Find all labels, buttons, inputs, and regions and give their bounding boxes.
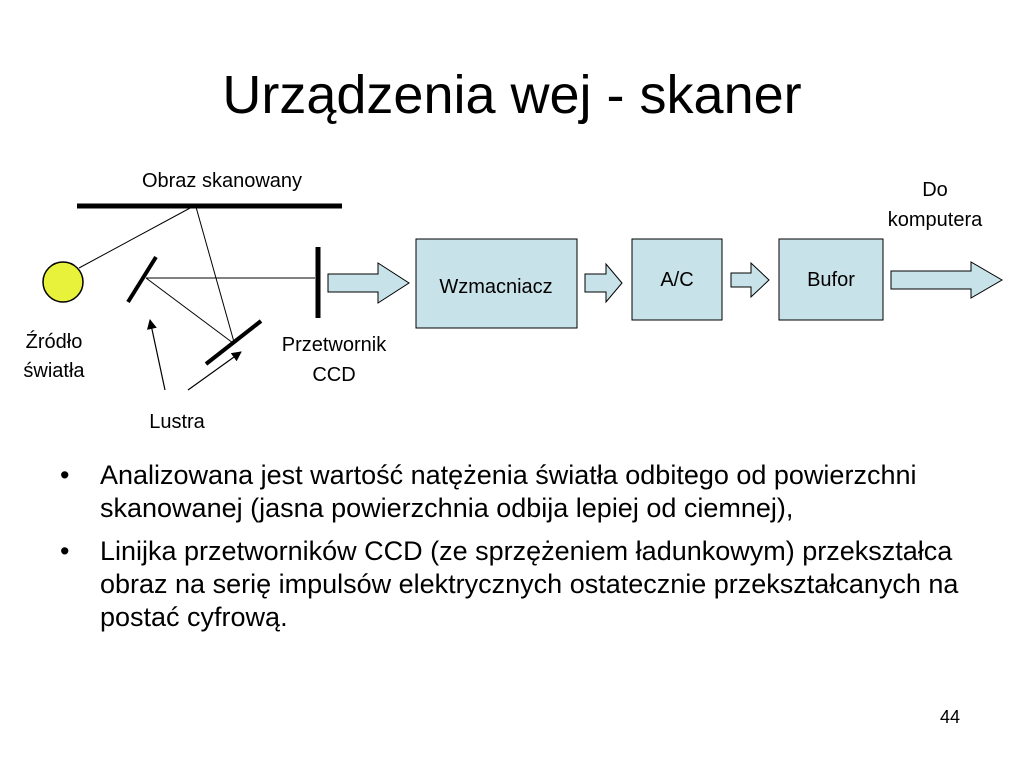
scanner-diagram: Obraz skanowany Źródło światła Lustra Pr…: [23, 170, 1003, 433]
bullet-list: • Analizowana jest wartość natężenia świ…: [58, 459, 988, 644]
mirror-pointer-arrow-upper: [146, 319, 166, 391]
adc-label: A/C: [660, 269, 693, 291]
slide-title: Urządzenia wej - skaner: [222, 65, 802, 125]
bullet-item: • Analizowana jest wartość natężenia świ…: [58, 459, 988, 525]
ray-lower-to-upper-mirror: [145, 277, 234, 344]
to-computer-label-line1: Do: [922, 179, 948, 201]
amplifier-block: [415, 238, 578, 329]
ccd-label-line1: Przetwornik: [282, 334, 387, 356]
lower-mirror: [204, 319, 263, 366]
light-source-label-line2: światła: [23, 360, 85, 382]
page-number: 44: [939, 707, 961, 727]
arrow-ccd-to-amplifier: [327, 262, 410, 304]
mirrors-label: Lustra: [149, 411, 205, 433]
bullet-text: Linijka przetworników CCD (ze sprzężenie…: [100, 536, 959, 632]
ray-source-to-surface: [78, 206, 193, 269]
bullet-marker: •: [60, 460, 70, 490]
buffer-block: [778, 238, 884, 321]
to-computer-label-line2: komputera: [888, 209, 983, 231]
bullet-item: • Linijka przetworników CCD (ze sprzężen…: [58, 535, 988, 634]
arrow-adc-to-buffer: [730, 261, 770, 299]
ray-surface-to-lower-mirror: [195, 206, 235, 343]
mirror-pointer-arrow-lower: [187, 351, 242, 391]
adc-block: [631, 238, 723, 321]
arrow-amplifier-to-adc: [584, 262, 623, 304]
scanned-image-label: Obraz skanowany: [142, 170, 302, 192]
arrow-buffer-to-computer: [890, 261, 1003, 299]
ccd-label-line2: CCD: [312, 364, 355, 386]
light-source-circle: [42, 261, 84, 303]
bullet-text: Analizowana jest wartość natężenia świat…: [100, 460, 917, 523]
light-source-label-line1: Źródło: [26, 330, 83, 353]
amplifier-label: Wzmacniacz: [439, 276, 552, 298]
buffer-label: Bufor: [807, 269, 855, 291]
upper-mirror: [126, 255, 158, 304]
bullet-marker: •: [60, 536, 70, 566]
